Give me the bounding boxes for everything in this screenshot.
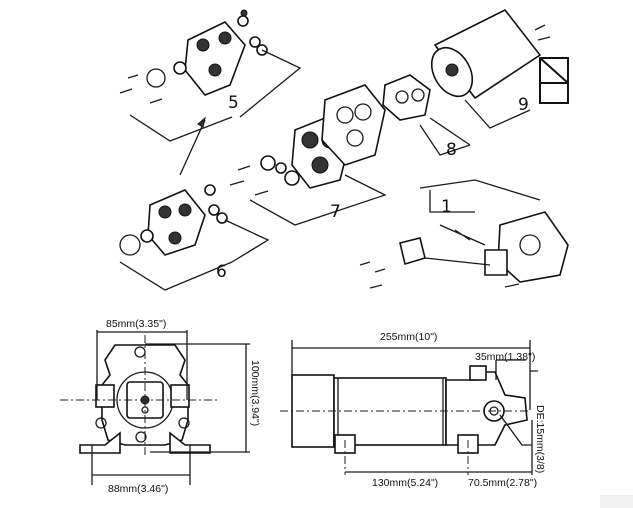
part-9-motor: 9: [430, 8, 569, 129]
pump-head-plate: [321, 84, 386, 166]
exploded-view: 5 6 7 8: [119, 8, 569, 291]
side-view: 255mm(10") 35mm(1.38") DE:15mm(3/8) 130m…: [280, 331, 546, 489]
part-label-5: 5: [228, 93, 239, 113]
front-view: 85mm(3.35") 100mm(3.94") 88mm(3.46"): [60, 318, 261, 495]
corner-shade: [600, 495, 633, 508]
part-label-1: 1: [441, 197, 452, 217]
part-1-pressure-switch-assembly: 1: [359, 179, 569, 289]
dim-mount-spacing: 130mm(5.24"): [372, 477, 438, 489]
dim-port-offset: 35mm(1.38"): [475, 351, 535, 363]
part-label-7: 7: [330, 202, 341, 222]
dim-mount-to-end: 70.5mm(2.78"): [468, 477, 537, 489]
dim-front-width-base: 88mm(3.46"): [108, 483, 168, 495]
part-label-6: 6: [216, 262, 227, 282]
part-8-cam-bearing: 8: [382, 74, 471, 160]
dim-front-height: 100mm(3.94"): [249, 360, 261, 426]
part-6-valve-housing: 6: [119, 184, 270, 291]
part-label-8: 8: [446, 140, 457, 160]
dim-port-diameter: DE:15mm(3/8): [534, 405, 546, 473]
part-label-9: 9: [518, 95, 529, 115]
dim-overall-length: 255mm(10"): [380, 331, 437, 343]
part-5-valve-housing: 5: [119, 9, 302, 176]
dim-front-width-top: 85mm(3.35"): [106, 318, 166, 330]
